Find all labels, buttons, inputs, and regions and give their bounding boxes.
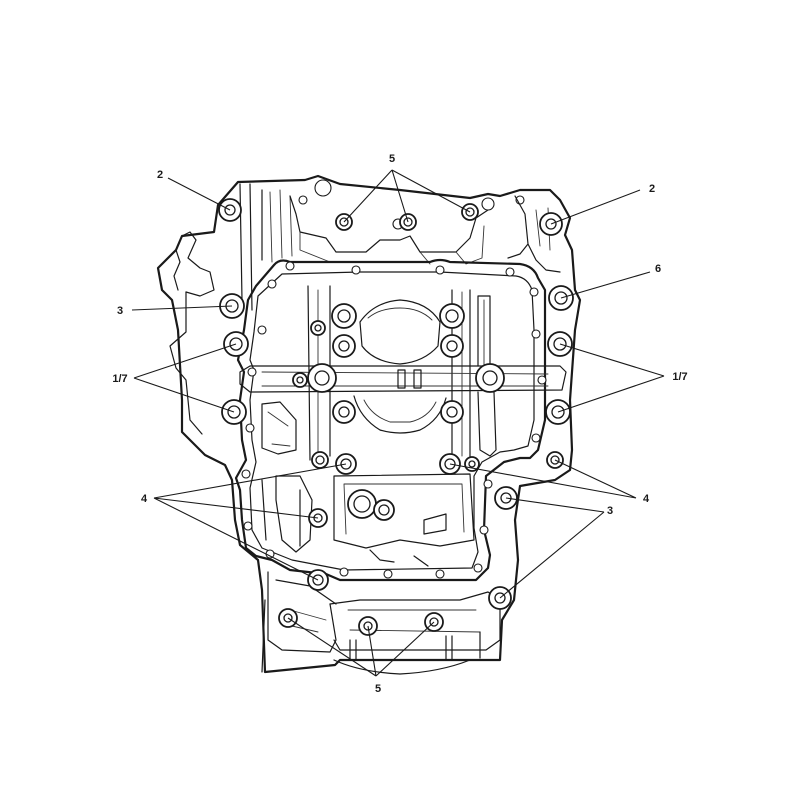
- bolt-main-3: [332, 334, 356, 358]
- callout-2-right: 2: [649, 183, 655, 195]
- bolt-small-a: [310, 320, 326, 336]
- callout-1-7-right: 1/7: [672, 371, 687, 383]
- bolt-small-b: [292, 372, 308, 388]
- callout-1-7-left: 1/7: [112, 373, 127, 385]
- bolt-main-8: [440, 400, 464, 424]
- bolt-main-1: [331, 303, 357, 329]
- bolt-main-5: [307, 363, 337, 393]
- bolt-main-2: [439, 303, 465, 329]
- callout-6: 6: [655, 263, 661, 275]
- leader-lines: [131, 169, 665, 677]
- bolt-main-4: [440, 334, 464, 358]
- bolt-small-d: [464, 456, 480, 472]
- callout-labels: 5 2 2 6 3 1/7 1/7 4 4 3 5: [112, 153, 687, 695]
- callout-3-right: 3: [607, 505, 613, 517]
- callout-5-bottom: 5: [375, 683, 381, 695]
- bolt-set: [218, 198, 574, 636]
- gasket-flange: [234, 258, 547, 582]
- bolt-main-7: [332, 400, 356, 424]
- callout-4-right: 4: [643, 493, 650, 505]
- callout-3-left: 3: [117, 305, 123, 317]
- callout-4-left: 4: [141, 493, 148, 505]
- crankcase-outline: [156, 174, 582, 674]
- bolt-small-c: [311, 451, 329, 469]
- callout-5-top: 5: [389, 153, 395, 165]
- callout-2-left: 2: [157, 169, 163, 181]
- bolt-main-6: [475, 363, 505, 393]
